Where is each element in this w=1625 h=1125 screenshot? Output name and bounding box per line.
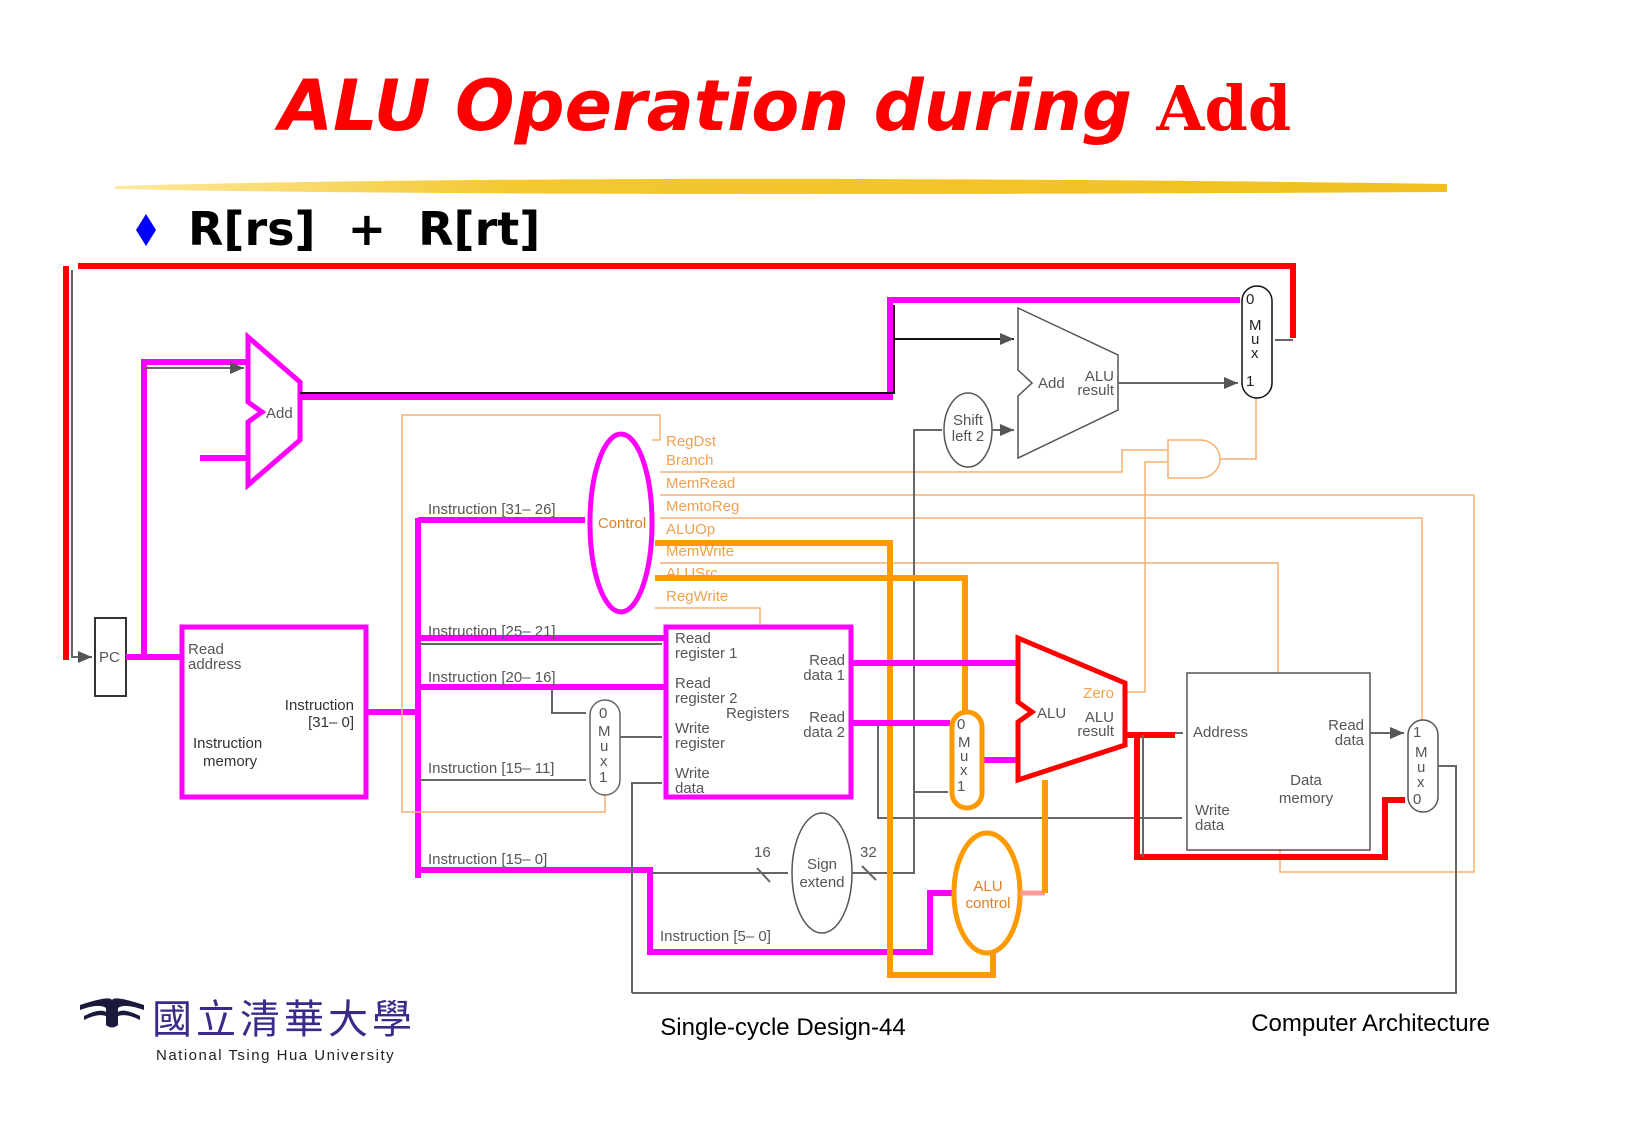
- title-main: ALU Operation during: [274, 65, 1157, 147]
- logo-english-name: National Tsing Hua University: [156, 1047, 395, 1064]
- title-code: Add: [1155, 72, 1291, 145]
- logo-chinese-name: 國立清華大學: [152, 997, 416, 1043]
- sign-extend-wires: [756, 429, 1182, 883]
- university-logo: 國立清華大學 National Tsing Hua University: [80, 997, 416, 1064]
- instr-field-5-0: Instruction [5– 0]: [660, 928, 771, 945]
- svg-text:Address: Address: [1193, 724, 1248, 741]
- data-memory: [1186, 672, 1371, 851]
- alusrc-path: [655, 575, 968, 712]
- signal-memwrite: MemWrite: [666, 543, 734, 560]
- jump-red-path: [63, 263, 1296, 660]
- footer-course: Computer Architecture: [1251, 1010, 1490, 1037]
- instr-field-31-26: Instruction [31– 26]: [428, 501, 556, 518]
- instruction-wires: [420, 643, 788, 874]
- pc-in-wire: [71, 270, 1293, 657]
- alu: [1015, 634, 1128, 784]
- im-instruction: Instruction[31– 0]: [285, 697, 354, 731]
- writeback-wire: [632, 765, 1457, 994]
- instr-field-15-11: Instruction [15– 11]: [428, 760, 554, 777]
- instr-field-15-0: Instruction [15– 0]: [428, 851, 547, 868]
- aluop-path: [655, 540, 996, 978]
- branch-adder: [1017, 306, 1119, 460]
- alu-result-path: [1125, 732, 1405, 860]
- signal-regwrite: RegWrite: [666, 588, 728, 605]
- signal-memread: MemRead: [666, 475, 735, 492]
- pc-adder: [245, 331, 303, 491]
- register-file: [663, 624, 854, 800]
- pc-plus4-path: [300, 297, 1240, 400]
- pc-out-path: [126, 359, 248, 660]
- control-unit: [587, 431, 655, 615]
- signal-regdst: RegDst: [666, 433, 717, 450]
- bullet-text: R[rs] + R[rt]: [188, 202, 540, 256]
- pc-label: PC: [99, 649, 120, 666]
- control-signal-labels: RegDst Branch MemRead MemtoReg ALUOp Mem…: [666, 433, 739, 605]
- instr-field-25-21: Instruction [25– 21]: [428, 623, 556, 640]
- instruction-bus: [366, 517, 953, 955]
- signal-branch: Branch: [666, 452, 714, 469]
- slide-title: ALU Operation during Add: [274, 65, 1291, 147]
- footer-slide-number: Single-cycle Design-44: [660, 1014, 905, 1041]
- regdst-mux: [589, 699, 621, 796]
- control-signal-lines: [401, 398, 1475, 873]
- regdst-out-wire: [620, 736, 662, 993]
- alu-label: ALU: [1037, 705, 1066, 722]
- instr-field-20-16: Instruction [20– 16]: [428, 669, 556, 686]
- signal-aluop: ALUOp: [666, 521, 715, 538]
- signal-memtoreg: MemtoReg: [666, 498, 739, 515]
- branch-adder-label: Add: [1038, 375, 1065, 392]
- bullet-diamond-icon: [136, 214, 156, 246]
- alu-zero-label: Zero: [1083, 685, 1114, 702]
- pc-register: [94, 617, 127, 697]
- logo-emblem-icon: [80, 998, 144, 1028]
- sign-extend-in-bits: 16: [754, 844, 771, 861]
- branch-and-gate: [1167, 439, 1221, 479]
- pc-adder-label: Add: [266, 405, 293, 422]
- sign-extend-out-bits: 32: [860, 844, 877, 861]
- svg-text:Registers: Registers: [726, 705, 789, 722]
- title-underline-brush: [115, 178, 1447, 194]
- sign-extend: [791, 812, 853, 934]
- control-label: Control: [598, 515, 646, 532]
- pcsrc-mux: [1241, 285, 1273, 399]
- pc-plus4-wire: [300, 305, 1014, 394]
- alusrc-mux: [949, 709, 985, 811]
- alu-result-wire: [1142, 732, 1183, 857]
